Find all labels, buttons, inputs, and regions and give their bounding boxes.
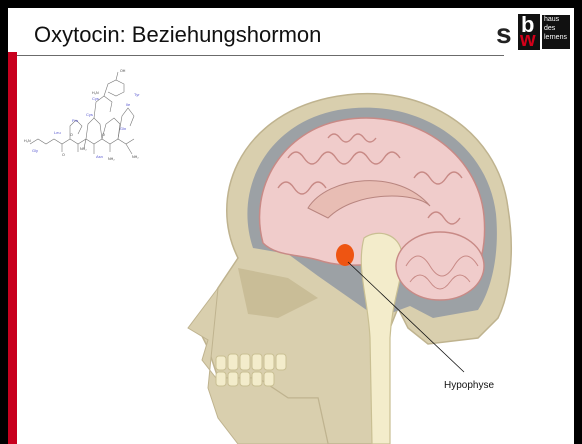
svg-text:NH₂: NH₂ — [80, 147, 87, 151]
svg-text:NH₂: NH₂ — [132, 155, 139, 159]
svg-text:Cys: Cys — [86, 112, 93, 117]
svg-text:Pro: Pro — [72, 118, 79, 123]
svg-text:Gln: Gln — [120, 126, 126, 131]
title-divider — [17, 55, 504, 56]
hypophyse-label: Hypophyse — [444, 380, 494, 391]
svg-text:Ile: Ile — [126, 102, 131, 107]
svg-text:Cys: Cys — [92, 96, 99, 101]
svg-text:O: O — [70, 133, 73, 137]
oxytocin-molecule-icon: Gly Leu Pro Cys Cys Ile Tyr Gln Asn H₂N … — [22, 66, 152, 162]
logo-letter-s: s — [496, 14, 518, 50]
svg-text:Tyr: Tyr — [134, 92, 140, 97]
svg-text:NH₂: NH₂ — [108, 157, 115, 161]
svg-text:OH: OH — [120, 69, 126, 73]
logo-letters-bw: b w — [518, 14, 540, 50]
svg-text:O: O — [102, 133, 105, 137]
svg-text:H₂N: H₂N — [24, 139, 31, 143]
slide: Oxytocin: Beziehungshormon s b w haus de… — [8, 8, 574, 444]
svg-text:H₂N: H₂N — [92, 91, 99, 95]
svg-text:Asn: Asn — [96, 154, 103, 159]
accent-bar — [8, 52, 17, 444]
svg-text:Gly: Gly — [32, 148, 38, 153]
svg-text:Leu: Leu — [54, 130, 61, 135]
svg-text:O: O — [62, 153, 65, 157]
slide-title: Oxytocin: Beziehungshormon — [34, 22, 321, 48]
logo: s b w haus des lernens — [496, 14, 566, 50]
logo-text: haus des lernens — [542, 15, 570, 49]
